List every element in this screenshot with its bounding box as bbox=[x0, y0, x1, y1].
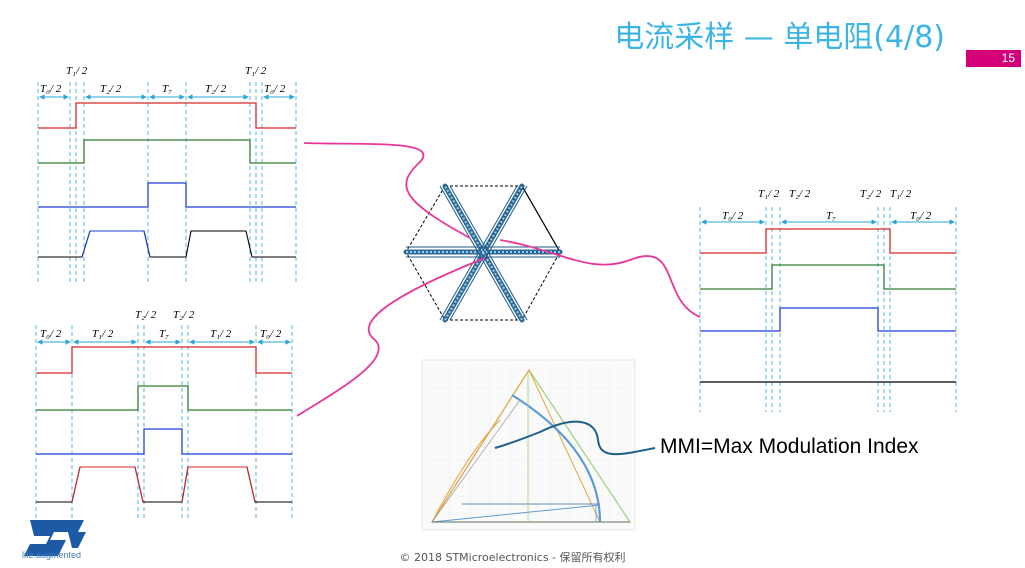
timing-diagram-right: T₁/ 2 T₂/ 2 T₂/ 2 T₁/ 2 T₀/ 2 T₇ T₀/ 2 bbox=[699, 188, 957, 412]
waveform-phase-c bbox=[38, 182, 296, 208]
waveform-current-red-2 bbox=[181, 466, 256, 503]
guide-lines bbox=[699, 207, 957, 412]
copyright-footer: © 2018 STMicroelectronics - 保留所有权利 bbox=[399, 551, 626, 564]
mmi-chart bbox=[421, 359, 636, 531]
waveform-phase-b bbox=[36, 385, 292, 411]
connector-top-left bbox=[303, 142, 471, 239]
waveform-phase-a bbox=[700, 228, 956, 254]
label-t0-right: T₀/ 2 bbox=[260, 328, 282, 340]
mmi-pointer bbox=[494, 420, 656, 456]
guide-lines bbox=[35, 325, 293, 520]
waveform-phase-c bbox=[36, 428, 292, 455]
st-logo bbox=[24, 520, 86, 556]
label-t7: T₇ bbox=[826, 210, 836, 222]
timing-diagram-top-left: T₁/ 2 T₁/ 2 T₀/ 2 T₂/ 2 T₇ T₂/ 2 T₀/ 2 bbox=[37, 65, 297, 285]
page-number-badge: 15 bbox=[966, 50, 1021, 67]
waveform-phase-b bbox=[38, 139, 296, 164]
label-t0-left: T₀/ 2 bbox=[40, 83, 62, 95]
waveform-current bbox=[38, 230, 296, 258]
label-t0-right: T₀/ 2 bbox=[264, 83, 286, 95]
space-vector-hexagon bbox=[403, 183, 563, 323]
label-t1-left: T₁/ 2 bbox=[66, 65, 88, 77]
waveform-phase-b bbox=[700, 264, 956, 290]
label-t7: T₇ bbox=[159, 328, 169, 340]
waveform-phase-a bbox=[38, 102, 296, 129]
waveform-phase-c bbox=[700, 307, 956, 332]
slide-title: 电流采样 — 单电阻(4/8) bbox=[614, 20, 945, 55]
waveform-current-blue bbox=[81, 230, 151, 258]
label-t2-right: T₂/ 2 bbox=[205, 83, 227, 95]
label-t2-right: T₂/ 2 bbox=[173, 309, 195, 321]
logo-tagline: life.augmented bbox=[22, 550, 82, 560]
label-t2-left: T₂/ 2 bbox=[100, 83, 122, 95]
label-t1-left: T₁/ 2 bbox=[758, 188, 780, 200]
label-t0-left: T₀/ 2 bbox=[40, 328, 62, 340]
label-t0-right: T₀/ 2 bbox=[910, 210, 932, 222]
connector-right bbox=[499, 239, 701, 318]
timing-diagram-bottom-left: T₂/ 2 T₂/ 2 T₀/ 2 T₁/ 2 T₇ T₁/ 2 T₀/ 2 bbox=[35, 309, 293, 520]
label-t1-left: T₁/ 2 bbox=[92, 328, 114, 340]
label-t2-left: T₂/ 2 bbox=[789, 188, 811, 200]
label-t1-right: T₁/ 2 bbox=[245, 65, 267, 77]
label-t2-right: T₂/ 2 bbox=[860, 188, 882, 200]
connector-bottom-left bbox=[296, 257, 486, 417]
waveform-phase-a bbox=[36, 346, 292, 374]
label-t1-right: T₁/ 2 bbox=[890, 188, 912, 200]
mmi-annotation: MMI=Max Modulation Index bbox=[660, 435, 919, 458]
waveform-current-red bbox=[71, 466, 144, 503]
label-t7: T₇ bbox=[162, 83, 172, 95]
connector-curves bbox=[296, 142, 701, 417]
label-t2-left: T₂/ 2 bbox=[135, 309, 157, 321]
label-t0-left: T₀/ 2 bbox=[722, 210, 744, 222]
label-t1-right: T₁/ 2 bbox=[210, 328, 232, 340]
